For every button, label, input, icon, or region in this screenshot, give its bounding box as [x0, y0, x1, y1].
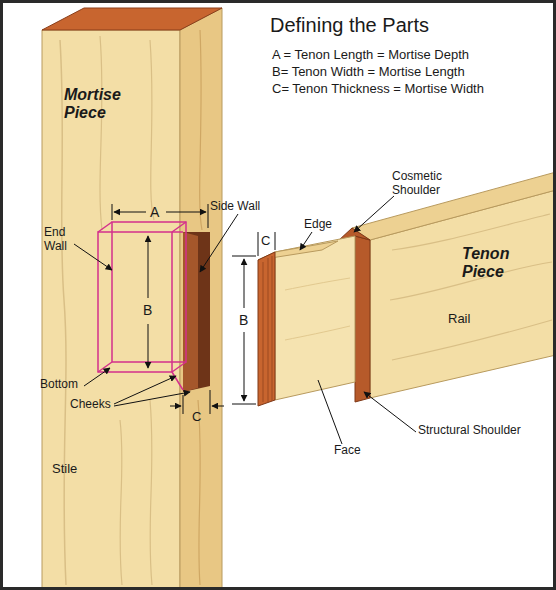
definition-line: A = Tenon Length = Mortise Depth [272, 48, 552, 63]
dimension-letter: B [239, 312, 259, 328]
part-name: Stile [52, 462, 112, 477]
rail-drawing [258, 172, 556, 406]
part-name: Edge [304, 218, 354, 232]
diagram-title: Defining the Parts [270, 14, 550, 37]
tenon-dimensions [232, 232, 275, 404]
part-name: Bottom [40, 378, 100, 392]
dimension-letter: A [150, 204, 170, 220]
stile-dimensions [112, 204, 224, 414]
stile-drawing [42, 8, 222, 590]
part-name: Rail [448, 312, 508, 327]
leader-lines [74, 196, 416, 444]
dimension-letter: C [192, 410, 212, 425]
definition-line: B= Tenon Width = Mortise Length [272, 65, 552, 80]
part-name: Cheeks [70, 398, 130, 412]
dimension-letter: C [261, 234, 281, 249]
dimension-letter: B [143, 302, 163, 318]
part-name: Side Wall [210, 200, 290, 214]
definition-line: C= Tenon Thickness = Mortise Width [272, 82, 552, 97]
part-name: Face [334, 444, 394, 458]
mortise-drawing [98, 222, 210, 392]
part-name: End Wall [44, 226, 84, 254]
part-name: Tenon Piece [462, 245, 522, 282]
part-name: Structural Shoulder [418, 424, 554, 438]
part-name: Cosmetic Shoulder [392, 170, 462, 198]
part-name: Mortise Piece [64, 86, 139, 123]
